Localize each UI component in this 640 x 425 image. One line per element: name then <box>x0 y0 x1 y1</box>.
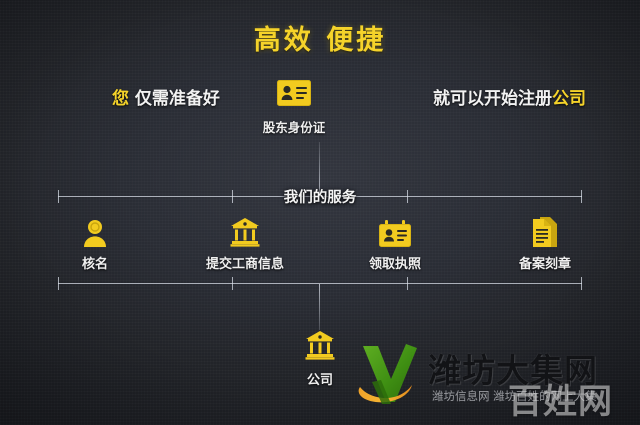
license-card-icon <box>320 213 470 247</box>
bracket-tick <box>232 277 233 290</box>
requirement-node-label: 股东身份证 <box>262 120 326 135</box>
bank-building-icon <box>170 213 320 247</box>
person-icon <box>20 213 170 247</box>
result-node: 公司 <box>280 330 360 388</box>
headline-left: 您 仅需准备好 <box>112 84 220 109</box>
bracket-tick <box>232 190 233 203</box>
services-row: 核名 提交工商信息 <box>20 213 620 272</box>
headline-lead-highlight: 您 <box>112 89 129 109</box>
green-v-check-logo <box>356 340 422 410</box>
headline-right: 就可以开始注册公司 <box>433 84 586 109</box>
headline-lead-rest: 仅需准备好 <box>134 89 220 109</box>
headline-tail-rest: 就可以开始注册 <box>433 89 552 109</box>
watermark-brand: 潍坊大集网 <box>428 351 598 390</box>
bracket-bar <box>58 196 582 197</box>
watermark-overlay-text: 百姓网 <box>508 382 613 422</box>
watermark-subtitle: 潍坊信息网 潍坊百姓的网上大集 <box>432 389 597 403</box>
page-title: 高效 便捷 <box>253 25 387 56</box>
documents-icon <box>470 213 620 247</box>
connector-line-top <box>319 142 320 196</box>
company-building-icon <box>280 330 360 364</box>
bracket-tick <box>407 190 408 203</box>
service-item-label: 领取执照 <box>368 257 421 272</box>
bracket-tick <box>407 277 408 290</box>
requirement-node: 股东身份证 <box>254 80 334 136</box>
headline-tail-highlight: 公司 <box>552 89 586 109</box>
watermark: 潍坊大集网 潍坊信息网 潍坊百姓的网上大集 百姓网 <box>356 336 640 425</box>
service-item-label: 备案刻章 <box>518 257 571 272</box>
bracket-tick <box>58 190 59 203</box>
services-bracket-top <box>58 190 582 204</box>
connector-line-bottom <box>319 284 320 330</box>
service-item-get-license[interactable]: 领取执照 <box>320 213 470 272</box>
bracket-tick <box>58 277 59 290</box>
services-bracket-label: 我们的服务 <box>0 186 640 207</box>
bracket-tick <box>581 277 582 290</box>
service-item-label: 核名 <box>81 257 108 272</box>
bracket-tick <box>581 190 582 203</box>
services-bracket-bottom <box>58 277 582 291</box>
service-item-hemming[interactable]: 核名 <box>20 213 170 272</box>
service-item-label: 提交工商信息 <box>205 257 284 272</box>
service-item-filing-seal[interactable]: 备案刻章 <box>470 213 620 272</box>
bracket-bar <box>58 283 582 284</box>
result-node-label: 公司 <box>306 373 333 388</box>
services-bracket-label-text: 我们的服务 <box>283 190 357 206</box>
id-card-icon <box>254 80 334 110</box>
service-item-submit-info[interactable]: 提交工商信息 <box>170 213 320 272</box>
